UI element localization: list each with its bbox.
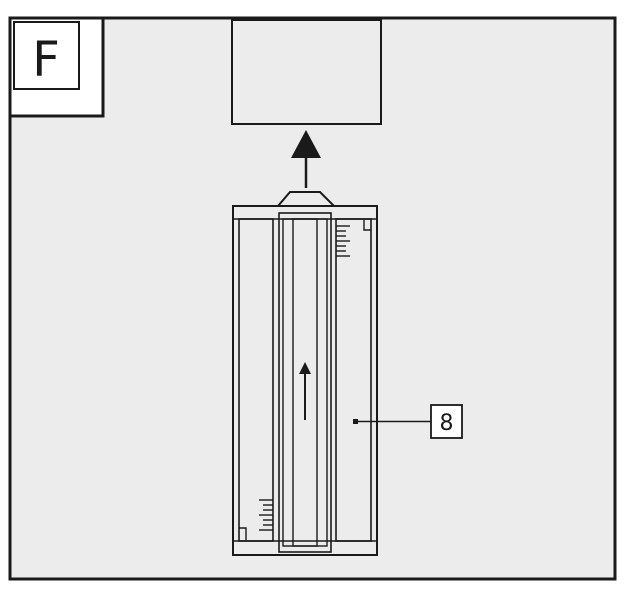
callout-label: 8: [440, 411, 454, 436]
callout-dot: [353, 419, 358, 424]
callout-box: [430, 404, 463, 439]
receiving-unit: [231, 19, 382, 125]
panel-label-box: F: [8, 16, 105, 118]
right-slot: [335, 218, 372, 542]
insert-direction-arrow: [291, 130, 321, 188]
scale-ticks-bottom: [239, 499, 273, 540]
center-channel: [278, 212, 332, 553]
callout-8: 8: [353, 404, 463, 439]
scale-ticks-top: [336, 220, 371, 257]
left-slot: [238, 218, 274, 542]
cartridge-module: [232, 191, 378, 556]
channel-arrow: [299, 362, 311, 420]
panel-label: F: [32, 32, 60, 88]
